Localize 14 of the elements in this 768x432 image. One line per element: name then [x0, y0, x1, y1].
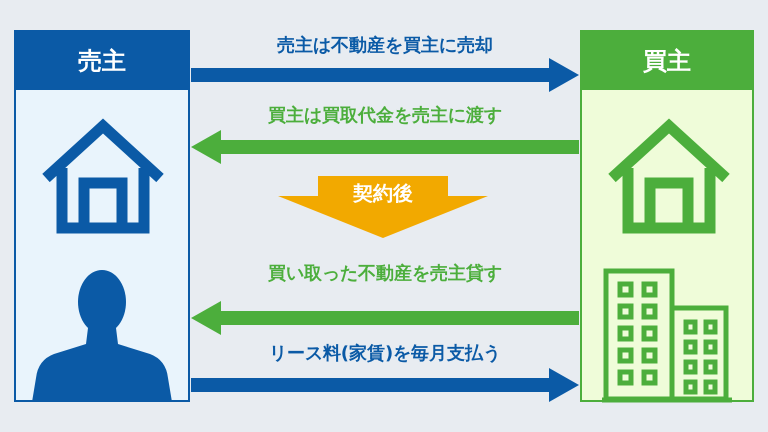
- arrow: [191, 301, 579, 335]
- arrow: [191, 58, 579, 92]
- arrow: [191, 368, 579, 402]
- edge-label: リース料(家賃)を毎月支払う: [268, 342, 502, 365]
- panel: [580, 30, 754, 402]
- edge-label: 買主は買取代金を売主に渡す: [268, 104, 502, 127]
- panel: [14, 30, 190, 402]
- chevron-arrow: [278, 176, 488, 238]
- edge-label: 売主は不動産を買主に売却: [277, 34, 493, 57]
- arrow: [191, 130, 579, 164]
- chevron-label: 契約後: [353, 180, 413, 207]
- edge-label: 買い取った不動産を売主貸す: [268, 262, 502, 285]
- panel-header: 売主: [16, 32, 188, 90]
- panel-header: 買主: [582, 32, 752, 90]
